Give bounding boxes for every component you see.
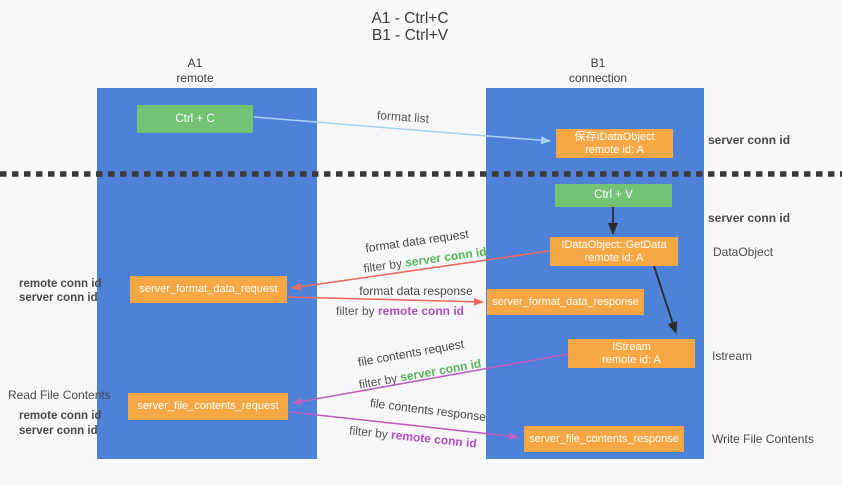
- annotation-dataobject: DataObject: [713, 245, 774, 259]
- title-line-a1: A1 - Ctrl+C: [371, 10, 449, 27]
- filter-by-prefix: filter by: [362, 255, 407, 276]
- node-idataobject-getdata: IDataObject::GetData remote id: A: [550, 237, 678, 266]
- lifeline-header-a1: A1 remote: [135, 56, 255, 85]
- node-server-file-contents-request: server_file_contents_request: [128, 393, 288, 420]
- node-ctrl-c: Ctrl + C: [137, 105, 253, 133]
- filter-by-prefix: filter by: [348, 423, 392, 442]
- annotation-remote-conn-id-left-1: remote conn id: [19, 278, 102, 290]
- node-save-idataobject: 保存IDataObject remote id: A: [556, 129, 673, 158]
- node-getdata-title: IDataObject::GetData: [561, 238, 667, 251]
- node-ctrl-c-label: Ctrl + C: [175, 112, 215, 125]
- node-getdata-subtitle: remote id: A: [584, 251, 644, 264]
- node-server-format-data-request: server_format_data_request: [130, 276, 287, 303]
- remote-conn-id-key: remote conn id: [390, 427, 478, 451]
- annotation-server-conn-id-left-2: server conn id: [19, 425, 98, 437]
- label-filter-by-remote-conn-id-2: filter by remote conn id: [349, 423, 478, 450]
- lifeline-a1-role: remote: [176, 70, 214, 85]
- node-file-response-label: server_file_contents_response: [529, 432, 679, 445]
- filter-by-prefix: filter by: [335, 304, 378, 318]
- label-file-contents-response: file contents response: [369, 395, 487, 425]
- label-format-list: format list: [376, 108, 430, 126]
- node-format-response-label: server_format_data_response: [492, 295, 639, 308]
- node-server-file-contents-response: server_file_contents_response: [524, 426, 684, 452]
- filter-by-prefix: filter by: [357, 370, 402, 392]
- node-save-subtitle: remote id: A: [585, 143, 644, 156]
- annotation-server-conn-id-top-right: server conn id: [708, 133, 791, 147]
- annotation-write-file-contents: Write File Contents: [712, 432, 814, 446]
- remote-conn-id-key: remote conn id: [378, 304, 465, 318]
- lifeline-b1-role: connection: [568, 70, 628, 85]
- label-format-data-response: format data response: [359, 284, 473, 298]
- server-conn-id-key: server conn id: [404, 244, 488, 270]
- server-conn-id-key: server conn id: [399, 356, 483, 385]
- annotation-read-file-contents: Read File Contents: [8, 388, 111, 402]
- lifeline-header-b1: B1 connection: [538, 56, 658, 85]
- node-file-request-label: server_file_contents_request: [137, 400, 279, 412]
- label-filter-by-remote-conn-id-1: filter by remote conn id: [336, 304, 464, 318]
- node-ctrl-v-label: Ctrl + V: [594, 189, 633, 201]
- title-line-b1: B1 - Ctrl+V: [371, 26, 449, 44]
- lifeline-a1-name: A1: [187, 56, 203, 70]
- node-istream: IStream remote id: A: [568, 339, 695, 368]
- lifeline-b1-name: B1: [590, 56, 606, 70]
- node-server-format-data-response: server_format_data_response: [487, 289, 644, 315]
- node-ctrl-v: Ctrl + V: [555, 184, 672, 207]
- annotation-server-conn-id-mid-right: server conn id: [708, 211, 791, 225]
- node-istream-title: IStream: [612, 340, 651, 353]
- annotation-server-conn-id-left-1: server conn id: [19, 292, 98, 304]
- annotation-istream: Istream: [712, 349, 753, 363]
- node-istream-subtitle: remote id: A: [602, 353, 661, 366]
- node-format-request-label: server_format_data_request: [139, 283, 278, 295]
- diagram-title: A1 - Ctrl+C B1 - Ctrl+V: [330, 10, 490, 44]
- node-save-title: 保存IDataObject: [574, 130, 655, 143]
- annotation-remote-conn-id-left-2: remote conn id: [19, 410, 102, 422]
